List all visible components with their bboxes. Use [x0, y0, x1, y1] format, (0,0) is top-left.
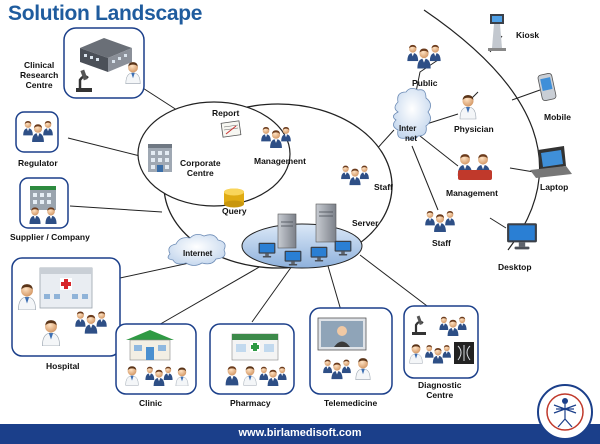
supplier-building-icon: [29, 186, 57, 224]
label-server: Server: [352, 218, 379, 228]
label-regulator: Regulator: [18, 158, 58, 168]
xray-icon: [454, 342, 474, 364]
label-desktop: Desktop: [498, 262, 532, 272]
hospital-building-icon: [39, 267, 93, 309]
internet-left-label: Internet: [183, 249, 213, 258]
microscope-icon: [76, 69, 92, 92]
label-laptop: Laptop: [540, 182, 569, 192]
pharmacy-building-icon: [231, 333, 279, 361]
server-icon: [277, 203, 337, 249]
right-staff-icon: [425, 211, 455, 232]
footer-url[interactable]: www.birlamedisoft.com: [238, 427, 362, 439]
report-document-icon: [220, 120, 242, 138]
company-logo: [537, 384, 593, 440]
management-meeting-icon: [457, 154, 492, 180]
clinical-building-icon: [80, 38, 132, 72]
label-management-right: Management: [446, 188, 498, 198]
label-supplier: Supplier / Company: [10, 232, 90, 242]
physician-icon: [459, 94, 477, 120]
internet-cloud-left: [167, 234, 226, 266]
page-title: Solution Landscape: [8, 2, 203, 25]
internet-cloud-right: [393, 88, 431, 140]
label-clinic: Clinic: [139, 398, 163, 408]
footer-bar: www.birlamedisoft.com: [0, 424, 600, 444]
label-physician: Physician: [454, 124, 494, 134]
label-query: Query: [222, 206, 247, 216]
clinic-building-icon: [126, 330, 174, 361]
corporate-ellipse: [137, 101, 291, 207]
label-diagnostic: Diagnostic Centre: [418, 380, 462, 400]
query-database-icon: [224, 188, 244, 208]
mobile-icon: [537, 72, 557, 102]
label-staff-right: Staff: [432, 238, 451, 248]
laptop-icon: [530, 146, 572, 178]
label-mobile: Mobile: [544, 112, 571, 122]
diagnostic-microscope-icon: [412, 315, 426, 335]
public-group-icon: [407, 45, 440, 69]
internet-right-label-2: net: [405, 134, 417, 143]
label-report: Report: [212, 108, 240, 118]
video-screen-icon: [317, 317, 367, 351]
label-hospital: Hospital: [46, 361, 80, 371]
internet-right-label-1: Inter: [399, 124, 416, 133]
kiosk-icon: [488, 14, 506, 51]
label-telemedicine: Telemedicine: [324, 398, 378, 408]
corporate-building-icon: [148, 144, 172, 172]
label-public: Public: [412, 78, 438, 88]
label-management-center: Management: [254, 156, 306, 166]
label-clinical-research: Clinical Research Centre: [20, 60, 59, 90]
label-kiosk: Kiosk: [516, 30, 540, 40]
label-pharmacy: Pharmacy: [230, 398, 271, 408]
label-staff-center: Staff: [374, 182, 393, 192]
label-corporate-centre: Corporate Centre: [180, 158, 221, 178]
